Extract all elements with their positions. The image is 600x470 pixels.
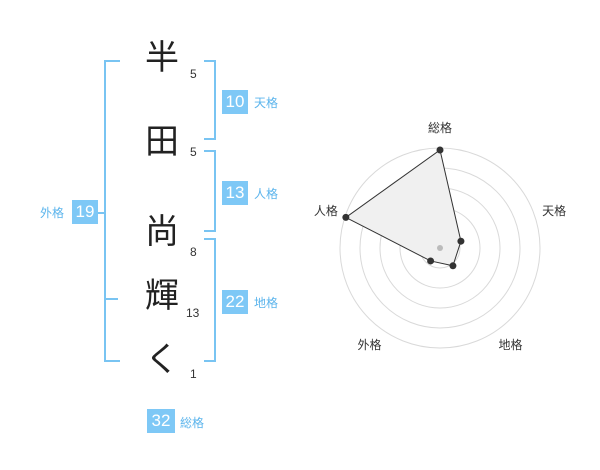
jinkaku-bracket [204, 150, 216, 232]
gaikaku-bracket-tick [92, 212, 104, 214]
jinkaku-value-badge: 13 [222, 181, 248, 205]
radar-center-dot [437, 245, 443, 251]
gaikaku-label: 外格 [40, 206, 65, 220]
name-char-5: く [145, 340, 179, 380]
radar-point-2 [457, 237, 465, 245]
gaikaku-inner-tick [106, 298, 118, 300]
stroke-count-5: 1 [190, 367, 197, 381]
stroke-count-1: 5 [190, 67, 197, 81]
stroke-count-4: 13 [186, 306, 200, 320]
gaikaku-value-badge: 19 [72, 200, 98, 224]
radar-polygon [344, 149, 462, 267]
radar-axis-label-2: 天格 [542, 203, 566, 218]
radar-axis-label-4: 外格 [357, 337, 381, 352]
stroke-count-2: 5 [190, 145, 197, 159]
radar-point-4 [427, 257, 435, 265]
tenkaku-label: 天格 [254, 96, 279, 110]
radar-axis-label-5: 人格 [314, 203, 338, 218]
chikaku-label: 地格 [254, 296, 279, 310]
radar-axis-label-3: 地格 [499, 337, 523, 352]
radar-axis-label-1: 総格 [428, 120, 452, 135]
radar-points [342, 146, 465, 270]
name-char-2: 田 [145, 122, 179, 162]
chikaku-value-badge: 22 [222, 290, 248, 314]
tenkaku-value-badge: 10 [222, 90, 248, 114]
tenkaku-bracket [204, 60, 216, 140]
name-char-1: 半 [145, 38, 179, 78]
radar-point-3 [449, 262, 457, 270]
soukaku-value-badge: 32 [147, 409, 175, 433]
jinkaku-label: 人格 [254, 187, 279, 201]
chikaku-bracket [204, 238, 216, 362]
name-char-3: 尚 [145, 212, 179, 252]
radar-point-1 [436, 146, 444, 154]
name-char-4: 輝 [145, 276, 179, 316]
stroke-count-3: 8 [190, 245, 197, 259]
radar-point-5 [342, 213, 350, 221]
soukaku-label: 総格 [180, 416, 205, 430]
gaikaku-bracket [104, 60, 120, 362]
